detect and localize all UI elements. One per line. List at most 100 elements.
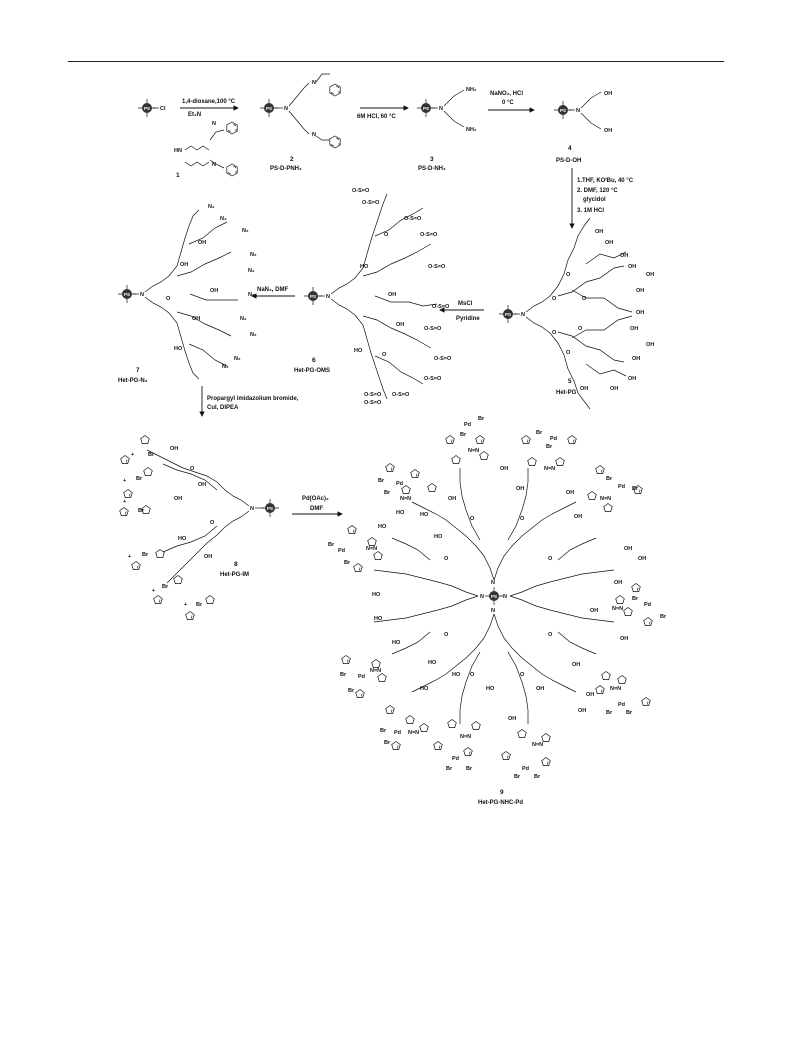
compound-3-name: PS-D-NH₂	[418, 166, 446, 172]
svg-text:Br: Br	[626, 710, 633, 716]
compound-4-name: PS-D-OH	[556, 158, 581, 164]
svg-text:N: N	[439, 106, 443, 112]
svg-text:Br: Br	[384, 490, 391, 496]
compound-7-structure: PS N N₃ N₃ N₃ N₃ N₃ N₃ N₃ N₃ N₃ N₃ OH OH…	[117, 204, 257, 380]
svg-text:N₃: N₃	[234, 356, 241, 362]
svg-text:O-S=O: O-S=O	[362, 200, 380, 206]
svg-text:OH: OH	[198, 482, 206, 488]
svg-text:Br: Br	[378, 478, 385, 484]
hn-label: HN	[174, 148, 182, 154]
core-label: PS	[144, 106, 150, 111]
compound-8-structure: PS N + + + + + + Br Br Br Br Br Br OH OH…	[119, 435, 280, 620]
svg-text:Br: Br	[340, 672, 347, 678]
svg-text:Br: Br	[384, 740, 391, 746]
svg-text:N₃: N₃	[222, 364, 229, 370]
svg-text:O: O	[548, 556, 553, 562]
svg-text:PS: PS	[560, 108, 566, 113]
svg-text:Br: Br	[196, 602, 203, 608]
svg-text:Br: Br	[460, 432, 467, 438]
svg-text:N=N: N=N	[544, 466, 555, 472]
svg-text:NH₂: NH₂	[466, 127, 477, 133]
reagent-step-4-line-2: 2. DMF, 120 °C	[577, 188, 618, 194]
svg-text:O: O	[166, 296, 171, 302]
svg-text:O: O	[552, 296, 557, 302]
svg-text:N: N	[480, 594, 484, 600]
svg-text:+: +	[128, 554, 131, 560]
svg-text:HO: HO	[396, 510, 405, 516]
svg-text:Pd: Pd	[618, 484, 625, 490]
reagent-step-4-line-1: 1.THF, KOᵗBu, 40 °C	[577, 177, 634, 184]
pd-cluster-bottom-center-right: Pd Br Br N=N	[501, 729, 551, 780]
svg-text:O: O	[470, 672, 475, 678]
svg-text:OH: OH	[590, 608, 598, 614]
svg-text:O: O	[444, 556, 449, 562]
svg-text:Pd: Pd	[358, 674, 365, 680]
svg-text:Pd: Pd	[618, 702, 625, 708]
svg-text:HO: HO	[378, 524, 387, 530]
svg-text:PS: PS	[423, 106, 429, 111]
compound-8-name: Het-PG-IM	[220, 572, 249, 578]
svg-text:N: N	[491, 580, 495, 586]
svg-text:N₃: N₃	[220, 216, 227, 222]
svg-text:Pd: Pd	[338, 548, 345, 554]
svg-text:OH: OH	[604, 91, 612, 97]
svg-text:OH: OH	[632, 356, 640, 362]
svg-text:OH: OH	[646, 342, 654, 348]
svg-text:N=N: N=N	[366, 546, 377, 552]
svg-text:O: O	[566, 350, 571, 356]
reagent-step-1-top: 1,4-dioxane,100 °C	[182, 99, 236, 105]
svg-text:OH: OH	[595, 229, 603, 235]
svg-text:OH: OH	[646, 272, 654, 278]
svg-text:+: +	[184, 602, 187, 608]
compound-4-structure: PS N OH OH	[553, 91, 612, 134]
svg-text:OH: OH	[620, 253, 628, 259]
svg-text:OH: OH	[624, 546, 632, 552]
svg-text:HO: HO	[392, 640, 401, 646]
svg-text:N=N: N=N	[460, 734, 471, 740]
svg-text:OH: OH	[198, 240, 206, 246]
svg-text:O-S=O: O-S=O	[352, 188, 370, 194]
svg-text:Br: Br	[142, 552, 149, 558]
svg-text:+: +	[131, 452, 134, 458]
svg-text:Br: Br	[466, 766, 473, 772]
svg-text:O-S=O: O-S=O	[432, 304, 450, 310]
svg-text:Br: Br	[606, 476, 613, 482]
compound-6-structure: PS N O-S=O O-S=O O-S=O O-S=O O-S=O O-S=O…	[303, 188, 452, 406]
svg-text:N: N	[312, 132, 316, 138]
svg-text:OH: OH	[210, 288, 218, 294]
pd-cluster-top-left: Pd Br Br N=N	[378, 463, 437, 502]
svg-text:N₃: N₃	[250, 252, 257, 258]
reagent-step-7-line-2: CuI, DIPEA	[207, 405, 239, 411]
reagent-step-7-line-1: Propargyl imidazolium bromide,	[207, 396, 299, 402]
svg-text:+: +	[123, 499, 126, 505]
svg-text:OH: OH	[448, 496, 456, 502]
svg-text:Pd: Pd	[522, 766, 529, 772]
reagent-step-5-bottom: Pyridine	[456, 316, 480, 322]
svg-text:Br: Br	[546, 444, 553, 450]
svg-text:O: O	[582, 296, 587, 302]
svg-text:HO: HO	[420, 512, 429, 518]
svg-text:OH: OH	[192, 316, 200, 322]
compound-3-structure: PS N NH₂ NH₂	[416, 87, 477, 133]
svg-text:OH: OH	[572, 662, 580, 668]
svg-text:N₃: N₃	[248, 292, 255, 298]
svg-text:Br: Br	[514, 774, 521, 780]
svg-text:HO: HO	[178, 536, 187, 542]
svg-text:OH: OH	[574, 514, 582, 520]
pd-cluster-top-right: Pd Br Br N=N	[587, 465, 643, 512]
svg-text:Br: Br	[136, 476, 143, 482]
svg-text:Br: Br	[632, 596, 639, 602]
svg-text:O: O	[520, 672, 525, 678]
svg-text:OH: OH	[174, 496, 182, 502]
svg-text:OH: OH	[580, 386, 588, 392]
svg-text:OH: OH	[604, 128, 612, 134]
svg-text:OH: OH	[630, 326, 638, 332]
svg-text:Pd: Pd	[550, 436, 557, 442]
svg-text:N: N	[503, 594, 507, 600]
svg-text:O: O	[578, 326, 583, 332]
svg-text:N₃: N₃	[248, 268, 255, 274]
svg-text:N: N	[521, 312, 525, 318]
svg-text:Br: Br	[660, 614, 667, 620]
svg-text:O-S=O: O-S=O	[392, 392, 410, 398]
svg-text:OH: OH	[170, 446, 178, 452]
